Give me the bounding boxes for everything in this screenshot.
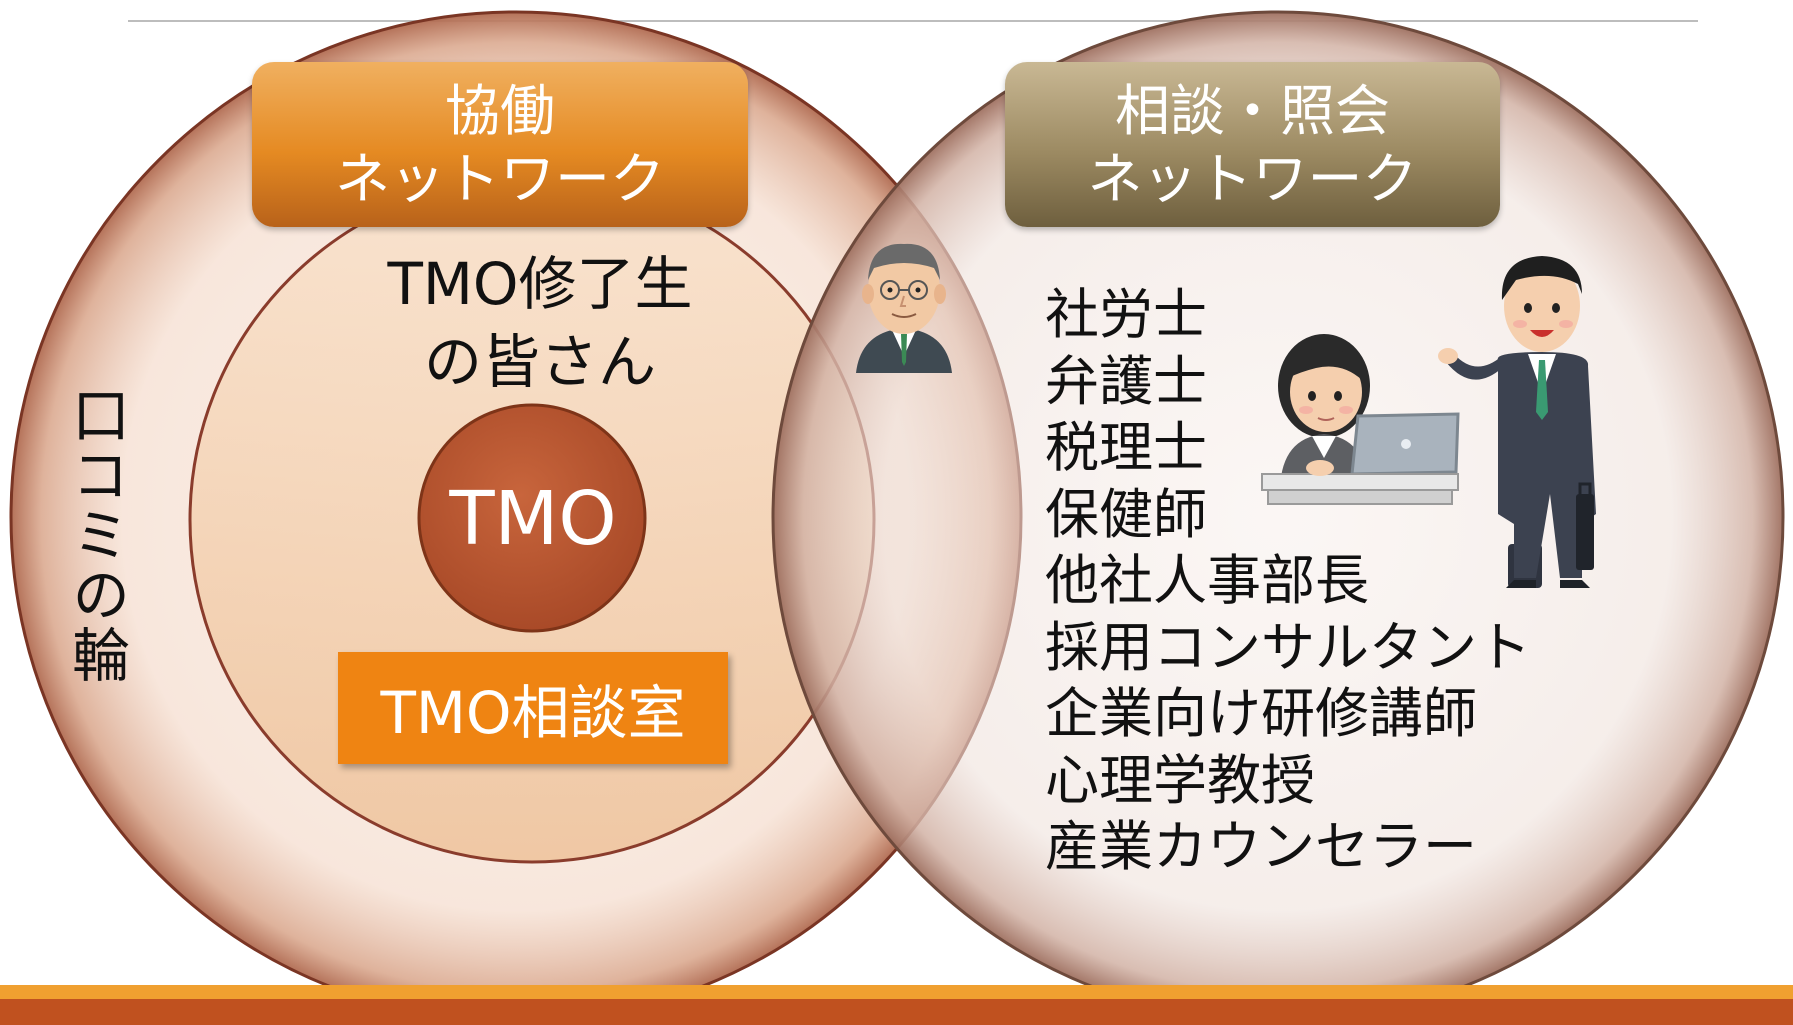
expert-item: 心理学教授 xyxy=(1045,748,1315,812)
word-of-mouth-label: 口コミの輪 xyxy=(62,385,130,685)
expert-item: 他社人事部長 xyxy=(1045,549,1369,612)
expert-item: 採用コンサルタント xyxy=(1045,615,1531,679)
expert-item: 税理士 xyxy=(1045,416,1207,479)
collab-network-line2: ネットワーク xyxy=(334,146,665,211)
businessman-presenting-icon xyxy=(1438,256,1596,588)
graduates-line1: TMO修了生 xyxy=(387,250,693,318)
expert-item: 弁護士 xyxy=(1045,349,1207,413)
elderly-man-icon xyxy=(856,243,952,373)
consult-network-line2: ネットワーク xyxy=(1087,146,1418,211)
footer-accent-bar xyxy=(0,985,1793,999)
expert-item: 保健師 xyxy=(1045,482,1207,546)
graduates-label: TMO修了生 の皆さん xyxy=(360,245,720,401)
consult-network-line1: 相談・照会 xyxy=(1114,78,1390,143)
tmo-core-label: TMO xyxy=(449,476,617,562)
expert-item: 企業向け研修講師 xyxy=(1045,682,1477,745)
collab-network-line1: 協働 xyxy=(444,78,555,143)
consult-network-label: 相談・照会 ネットワーク xyxy=(1005,62,1500,227)
graduates-line2: の皆さん xyxy=(423,328,656,396)
footer-bar xyxy=(0,999,1793,1025)
expert-item: 産業カウンセラー xyxy=(1045,815,1477,878)
consult-room-label: TMO相談室 xyxy=(338,652,728,764)
office-worker-at-laptop-icon xyxy=(1261,334,1460,505)
collab-network-label: 協働 ネットワーク xyxy=(252,62,748,227)
tmo-core-circle xyxy=(417,403,647,633)
expert-list: 社労士 弁護士 税理士 保健師 他社人事部長 採用コンサルタント 企業向け研修講… xyxy=(1045,282,1531,881)
expert-item: 社労士 xyxy=(1045,283,1207,346)
